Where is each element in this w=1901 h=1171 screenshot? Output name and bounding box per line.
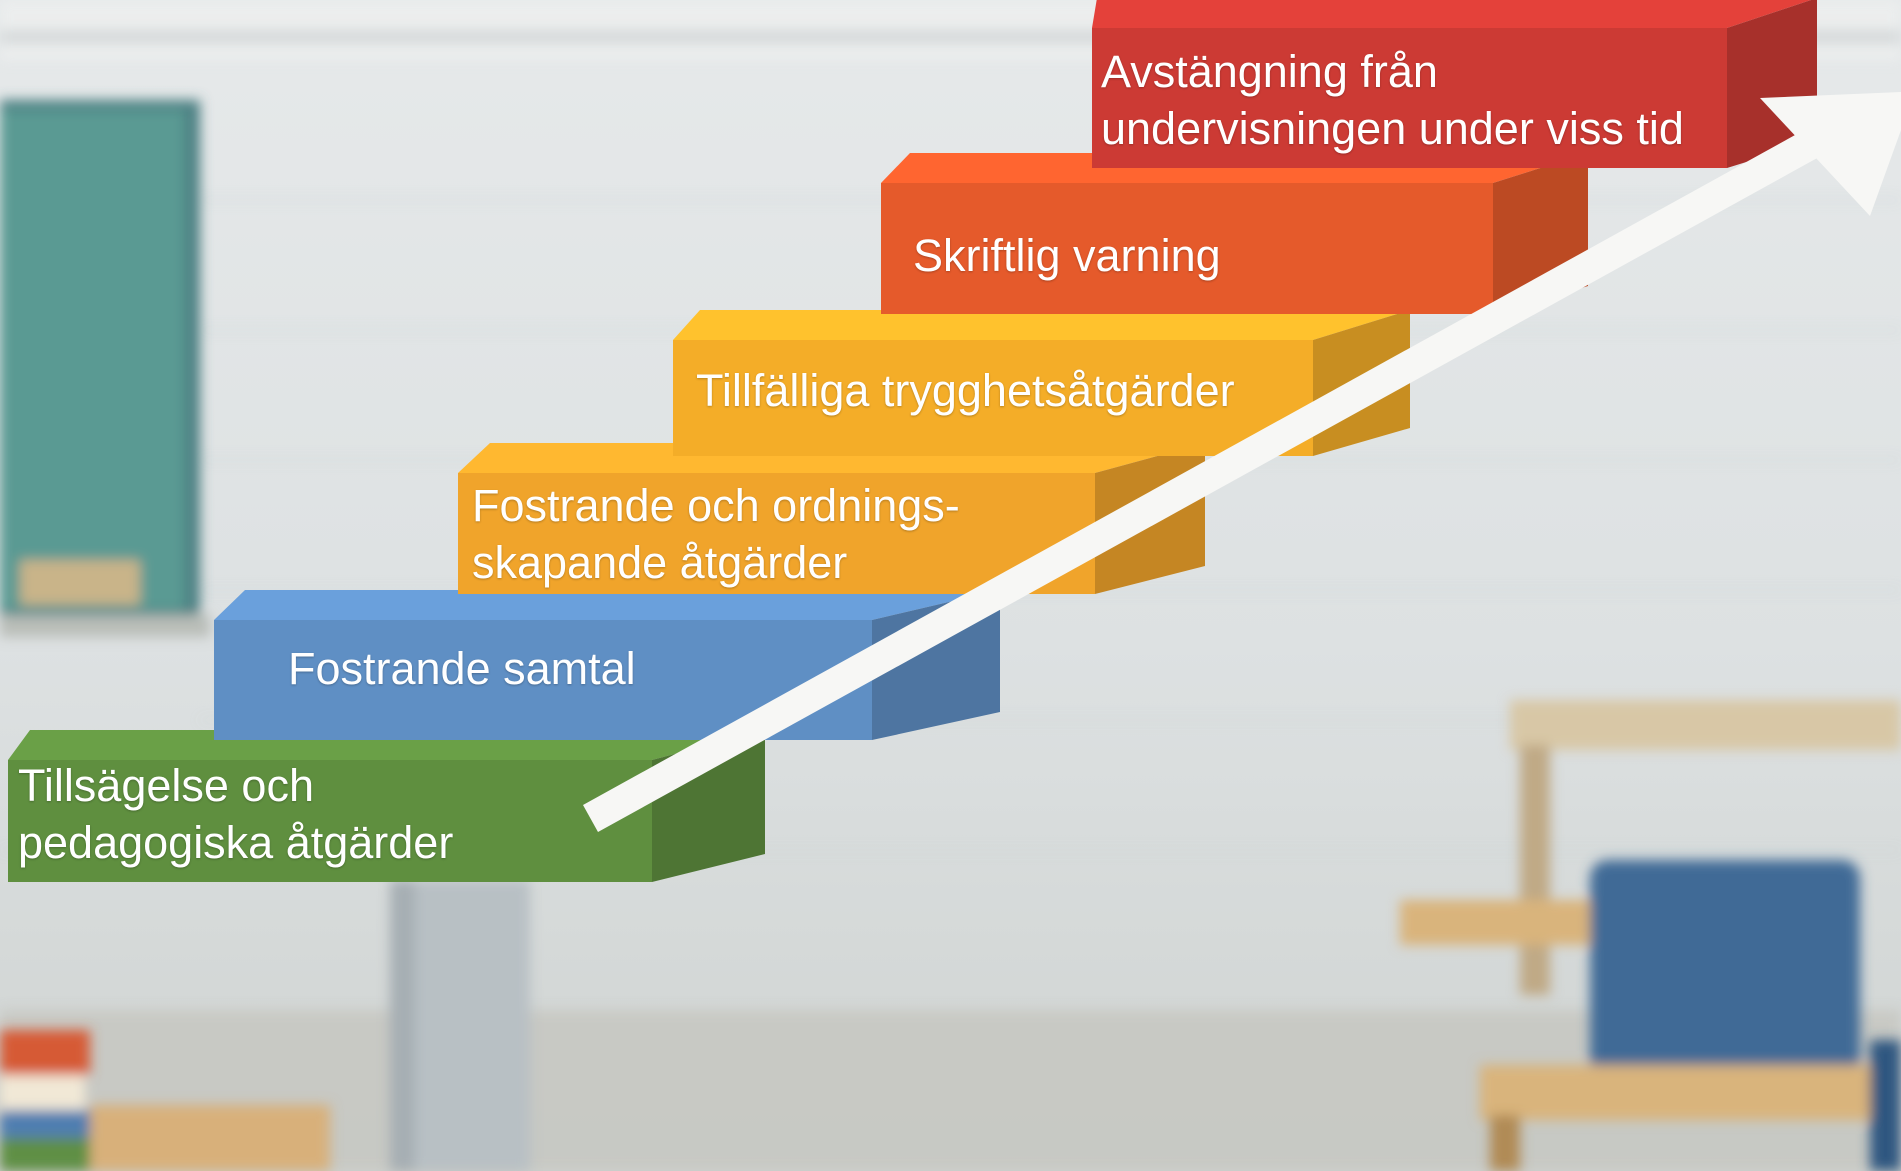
book-stack (0, 1030, 330, 1171)
step-2-front (214, 620, 872, 740)
step-6-front (1092, 28, 1727, 168)
step-2-side (872, 590, 1000, 740)
progression-arrow-icon (583, 92, 1901, 832)
step-2-line-1: Fostrande samtal (288, 643, 636, 694)
step-4-block (673, 310, 1410, 456)
step-1-front (8, 760, 652, 882)
step-3-label: Fostrande och ordnings- skapande åtgärde… (472, 477, 960, 591)
step-4-front (673, 340, 1313, 456)
step-5-front (881, 183, 1493, 314)
step-1-label: Tillsägelse och pedagogiska åtgärder (18, 757, 453, 871)
stair-pillar (390, 880, 530, 1171)
step-4-top (673, 310, 1410, 340)
step-3-line-2: skapande åtgärder (472, 537, 848, 588)
step-5-label: Skriftlig varning (913, 227, 1221, 284)
step-6-line-2: undervisningen under viss tid (1101, 103, 1684, 154)
step-3-line-1: Fostrande och ordnings- (472, 480, 960, 531)
step-2-block (214, 590, 1000, 740)
step-2-label: Fostrande samtal (288, 640, 636, 697)
step-2-top (214, 590, 1000, 620)
step-1-line-2: pedagogiska åtgärder (18, 817, 454, 868)
staircase-steps (8, 0, 1817, 882)
chalkboard (0, 100, 210, 637)
desks-and-chair (1400, 700, 1901, 1171)
step-6-top (1092, 0, 1811, 28)
step-6-label: Avstängning från undervisningen under vi… (1101, 43, 1684, 157)
step-6-line-1: Avstängning från (1101, 46, 1438, 97)
step-5-line-1: Skriftlig varning (913, 230, 1221, 281)
step-4-line-1: Tillfälliga trygghetsåtgärder (696, 365, 1235, 416)
step-3-front (458, 473, 1095, 594)
step-3-block (458, 443, 1205, 594)
step-4-label: Tillfälliga trygghetsåtgärder (696, 362, 1235, 419)
step-1-line-1: Tillsägelse och (18, 760, 314, 811)
